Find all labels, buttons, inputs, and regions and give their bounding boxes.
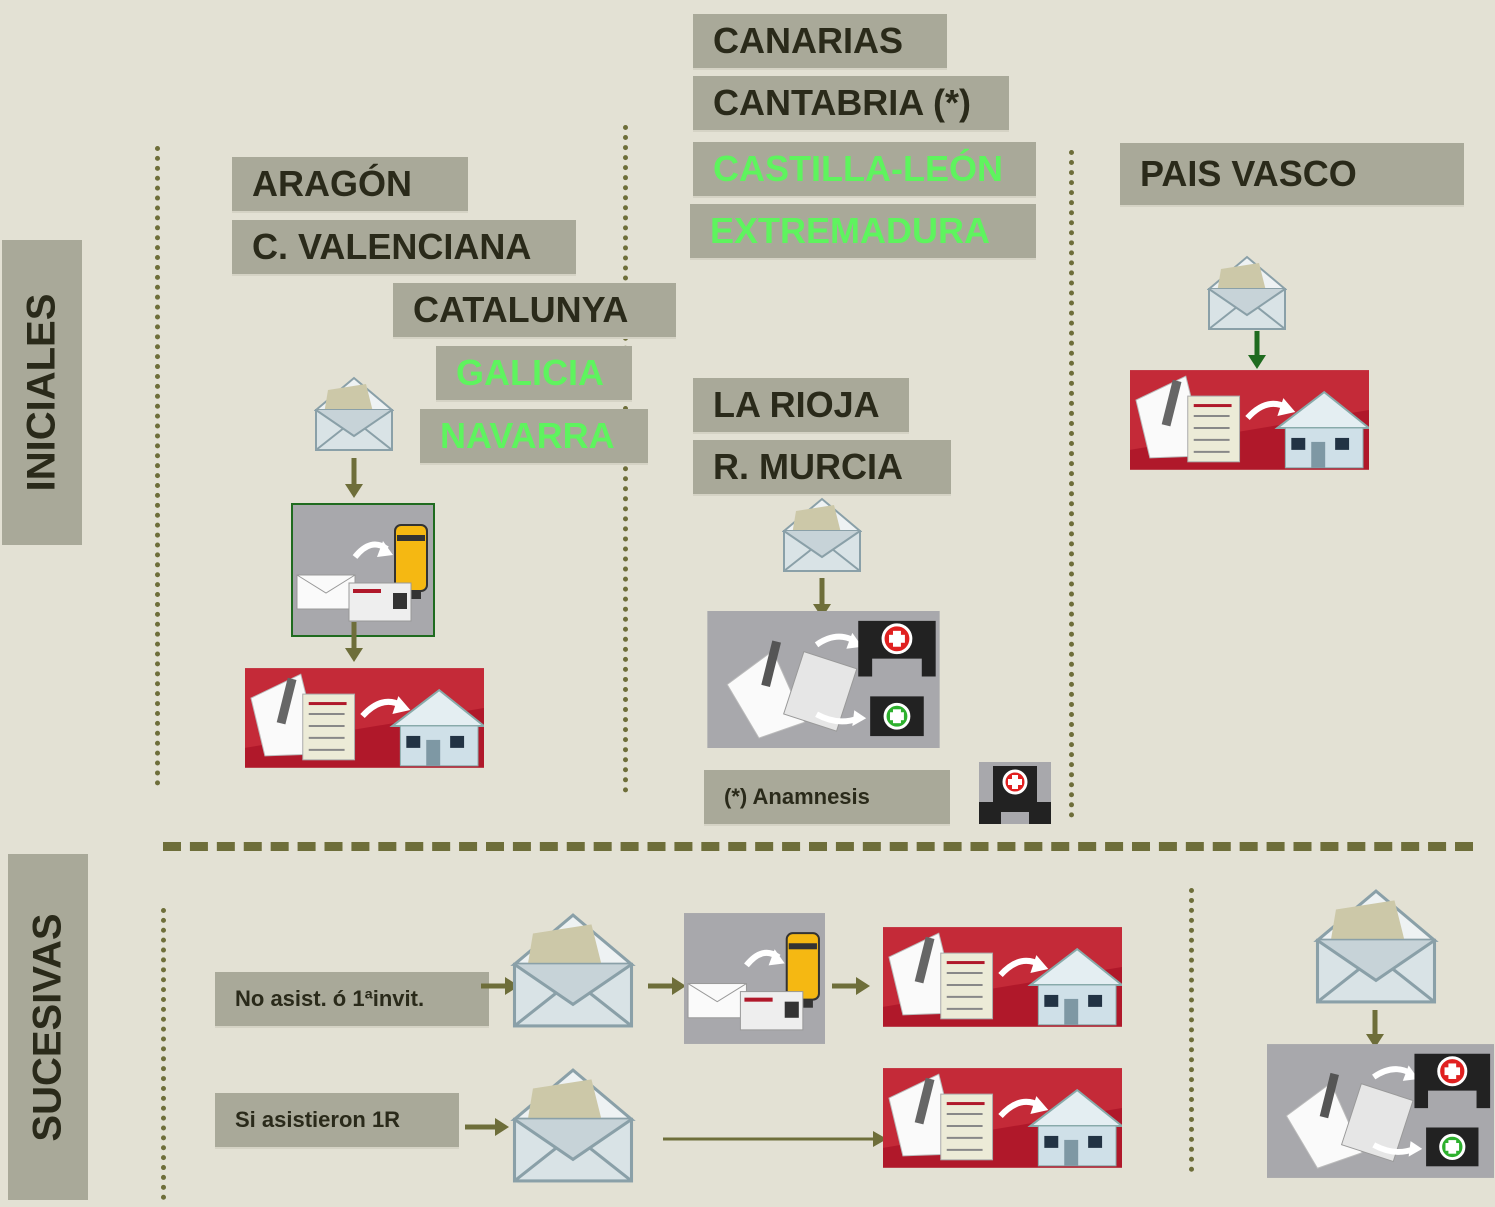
region-canarias: CANARIAS [693,14,947,70]
mailbox-icon [684,912,825,1045]
health-center-icon [1267,1042,1494,1180]
arrow-right [663,1131,887,1147]
envelope-icon [782,497,862,573]
health-center-icon [979,762,1051,824]
envelope-icon [314,376,394,452]
arrow-right [465,1118,509,1136]
home-kit-icon [883,1067,1122,1169]
mailbox-icon [291,503,435,637]
envelope-icon [510,912,636,1029]
divider-left [155,146,160,786]
arrow-down [345,458,363,498]
envelope-icon [1312,888,1440,1005]
region-pais-vasco: PAIS VASCO [1120,143,1464,207]
home-kit-icon [245,667,484,769]
arrow-down [345,622,363,662]
divider-bottom-right [1189,888,1194,1172]
row-label-no-asistieron: No asist. ó 1ªinvit. [215,972,489,1028]
region-murcia: R. MURCIA [693,440,951,496]
arrow-right [481,977,519,995]
envelope-icon [1207,255,1287,331]
envelope-icon [510,1067,636,1184]
region-extremadura: EXTREMADURA [690,204,1036,260]
health-center-icon [707,611,940,748]
arrow-right [832,977,870,995]
horizontal-divider [163,842,1473,851]
home-kit-icon [883,926,1122,1028]
footnote-anamnesis: (*) Anamnesis [704,770,950,826]
section-label-successive: SUCESIVAS [8,854,88,1200]
region-castilla-leon: CASTILLA-LEÓN [693,142,1036,198]
region-catalunya: CATALUNYA [393,283,676,339]
arrow-down [1366,1010,1384,1048]
arrow-down [1248,331,1266,369]
divider-bottom-left [161,908,166,1200]
row-label-si-asistieron: Si asistieron 1R [215,1093,459,1149]
section-label-initial: INICIALES [2,240,82,545]
region-cantabria: CANTABRIA (*) [693,76,1009,132]
region-navarra: NAVARRA [420,409,648,465]
region-la-rioja: LA RIOJA [693,378,909,434]
region-valenciana: C. VALENCIANA [232,220,576,276]
region-galicia: GALICIA [436,346,632,402]
divider-right [1069,150,1074,818]
home-kit-icon [1130,369,1369,471]
region-aragon: ARAGÓN [232,157,468,213]
arrow-right [648,977,686,995]
